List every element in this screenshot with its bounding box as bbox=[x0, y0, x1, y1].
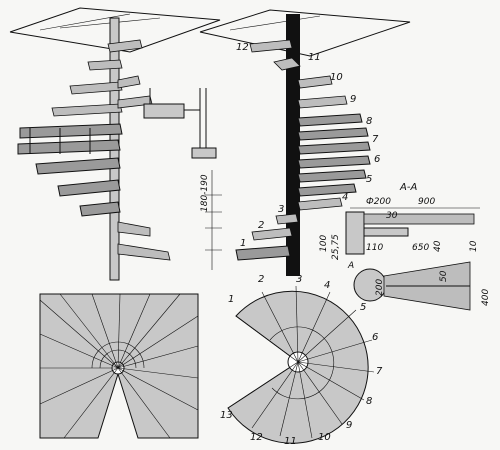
step-11-label: 11 bbox=[308, 52, 321, 63]
step-6-label: 6 bbox=[374, 154, 380, 165]
plan-step-9: 9 bbox=[346, 420, 352, 431]
plan-step-8: 8 bbox=[366, 396, 372, 407]
column-section bbox=[345, 211, 365, 255]
circular-plan: 1 2 3 4 5 6 7 8 9 10 11 12 13 bbox=[220, 274, 383, 447]
dim-650-label: 650 bbox=[412, 243, 429, 253]
plan-step-3: 3 bbox=[296, 274, 302, 285]
step-1-label: 1 bbox=[240, 238, 246, 249]
step-4-label: 4 bbox=[342, 192, 348, 203]
stair-treads-right bbox=[235, 39, 371, 261]
step-8-label: 8 bbox=[366, 116, 372, 127]
step-9-label: 9 bbox=[350, 94, 356, 105]
dim-height-label: 180-190 bbox=[200, 174, 210, 212]
dim-50-label: 50 bbox=[439, 270, 449, 282]
ceiling-opening-right bbox=[199, 9, 411, 57]
dim-width-label: 900 bbox=[418, 197, 435, 207]
plan-step-5: 5 bbox=[360, 302, 366, 313]
dim-40-label: 40 bbox=[433, 240, 443, 252]
plan-step-1: 1 bbox=[228, 294, 234, 305]
right-elevation: 12 11 10 9 8 7 6 5 4 3 2 1 bbox=[199, 9, 411, 276]
step-5-label: 5 bbox=[366, 174, 372, 185]
left-elevation bbox=[9, 7, 221, 281]
square-plan bbox=[39, 293, 199, 439]
plan-step-4: 4 bbox=[324, 280, 330, 291]
dim-200-label: 200 bbox=[375, 279, 385, 296]
dim-10-label: 10 bbox=[469, 240, 479, 252]
step-12-label: 12 bbox=[236, 42, 249, 53]
dim-diameter-label: Ф200 bbox=[366, 197, 391, 207]
dim-30-label: 30 bbox=[386, 211, 398, 221]
dim-100-label: 100 bbox=[319, 235, 329, 252]
tread-section bbox=[363, 213, 475, 225]
step-7-label: 7 bbox=[372, 134, 379, 145]
section-title: A-A bbox=[399, 182, 417, 193]
plan-step-10: 10 bbox=[318, 432, 331, 443]
step-2-label: 2 bbox=[258, 220, 264, 231]
plan-step-7: 7 bbox=[376, 366, 383, 377]
dim-110-label: 110 bbox=[366, 243, 383, 253]
plan-step-11: 11 bbox=[284, 436, 297, 447]
plan-step-12: 12 bbox=[250, 432, 263, 443]
bracket-detail bbox=[143, 88, 217, 159]
ceiling-opening bbox=[9, 7, 221, 53]
central-column-black bbox=[286, 14, 300, 276]
height-dimension: 180-190 bbox=[200, 170, 222, 270]
section-detail: A-A Ф200 900 30 110 650 40 10 100 25,75 … bbox=[319, 182, 491, 311]
plan-step-13: 13 bbox=[220, 410, 233, 421]
step-10-label: 10 bbox=[330, 72, 343, 83]
step-3-label: 3 bbox=[278, 204, 284, 215]
plan-step-6: 6 bbox=[372, 332, 378, 343]
plan-step-2: 2 bbox=[258, 274, 264, 285]
section-marker: A bbox=[347, 261, 354, 271]
dim-400-label: 400 bbox=[481, 289, 491, 306]
dim-25-75-label: 25,75 bbox=[331, 234, 341, 260]
stair-treads-left bbox=[17, 39, 171, 261]
